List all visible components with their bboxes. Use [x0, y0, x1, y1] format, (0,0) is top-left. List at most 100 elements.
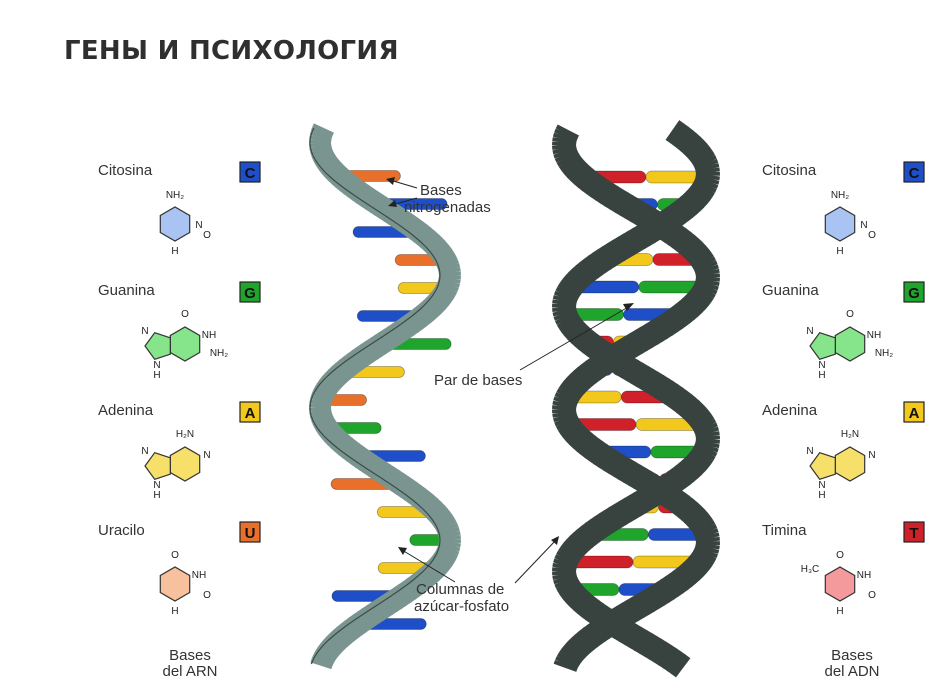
thymine-molecule-icon: O NH O H H₃C	[801, 550, 876, 617]
dna-caption-line2: del ADN	[824, 663, 879, 680]
rna-caption-line2: del ARN	[162, 663, 217, 680]
atom-label: O	[868, 230, 876, 241]
atom-label: NH₂	[166, 190, 184, 201]
atom-label: H	[836, 246, 843, 257]
atom-label: H	[171, 246, 178, 257]
atom-label: H	[818, 370, 825, 381]
dna-base-badge-g	[903, 281, 925, 303]
dna-caption-line1: Bases	[831, 647, 873, 664]
atom-label: H₂N	[841, 429, 859, 440]
dna-base-badge-a	[903, 401, 925, 423]
atom-label: N	[818, 480, 825, 491]
atom-label: NH	[857, 570, 871, 581]
atom-label: H₂N	[176, 429, 194, 440]
bases-pointer-arrow-1	[386, 177, 395, 185]
atom-label: O	[868, 590, 876, 601]
dna-base-letter: A	[909, 405, 920, 422]
atom-label: O	[846, 309, 854, 320]
cytosine-molecule-icon: NH₂ NO H	[159, 190, 211, 257]
bases-annotation-line1: Bases	[420, 182, 462, 199]
atom-label: H	[836, 606, 843, 617]
rna-caption-line1: Bases	[169, 647, 211, 664]
atom-label: H	[153, 490, 160, 501]
rna-backbone-segment	[310, 658, 333, 670]
dna-base-name-a: Adenina	[762, 402, 818, 419]
rna-base-name-c: Citosina	[98, 162, 153, 179]
annotations: Bases nitrogenadas Par de bases Columnas…	[386, 177, 634, 615]
atom-label: N	[141, 446, 148, 457]
atom-label: H	[171, 606, 178, 617]
rna-base-name-a: Adenina	[98, 402, 154, 419]
columns-pointer-line-2	[514, 539, 557, 584]
atom-label: O	[836, 550, 844, 561]
atom-label: N	[806, 326, 813, 337]
atom-label: O	[203, 230, 211, 241]
atom-label: O	[171, 550, 179, 561]
rna-base-badge-a	[239, 401, 261, 423]
rna-base-letter: A	[245, 405, 256, 422]
atom-label: N	[195, 220, 202, 231]
columns-pointer-arrow-1	[398, 547, 407, 555]
pair-pointer-line	[519, 305, 631, 371]
atom-label: N	[806, 446, 813, 457]
atom-label: NH₂	[831, 190, 849, 201]
dna-base-badge-t	[903, 521, 925, 543]
atom-label: N	[153, 480, 160, 491]
bases-pointer-arrow-2	[388, 200, 397, 207]
rna-base-letter: C	[245, 165, 256, 182]
bases-pointer-line-1	[389, 179, 418, 189]
atom-label: N	[818, 360, 825, 371]
atom-label: NH₂	[875, 348, 893, 359]
rna-helix	[309, 123, 461, 670]
atom-label: N	[868, 450, 875, 461]
dna-base-name-g: Guanina	[762, 282, 819, 299]
bases-pointer-line-2	[391, 197, 418, 206]
cytosine-molecule-icon: NH₂ NO H	[824, 190, 876, 257]
rna-backbone-edge	[309, 127, 441, 665]
rna-base-name-u: Uracilo	[98, 522, 145, 539]
atom-label: H	[153, 370, 160, 381]
rna-base-letter: G	[244, 285, 256, 302]
bases-annotation-line2: nitrogenadas	[404, 199, 491, 216]
columns-annotation-line2: azúcar-fosfato	[414, 598, 509, 615]
atom-label: H	[818, 490, 825, 501]
rna-base-badge-g	[239, 281, 261, 303]
atom-label: N	[153, 360, 160, 371]
dna-backbone-a-segment	[553, 659, 578, 672]
dna-helix	[552, 120, 720, 678]
rna-base-badge-u	[239, 521, 261, 543]
atom-label: NH	[202, 330, 216, 341]
dna-base-name-t: Timina	[762, 522, 807, 539]
atom-label: NH₂	[210, 348, 228, 359]
dna-base-letter: T	[909, 525, 918, 542]
uracil-molecule-icon: O NH O H	[159, 550, 211, 617]
dna-base-letter: G	[908, 285, 920, 302]
pair-annotation: Par de bases	[434, 372, 522, 389]
atom-label: O	[203, 590, 211, 601]
rna-base-letter: U	[245, 525, 256, 542]
atom-label: N	[141, 326, 148, 337]
atom-label: N	[203, 450, 210, 461]
dna-base-name-c: Citosina	[762, 162, 817, 179]
atom-label: NH	[867, 330, 881, 341]
atom-label: O	[181, 309, 189, 320]
atom-label: NH	[192, 570, 206, 581]
atom-label: H₃C	[801, 564, 820, 575]
columns-pointer-line-1	[401, 549, 456, 583]
dna-base-badge-c	[903, 161, 925, 183]
columns-annotation-line1: Columnas de	[416, 581, 504, 598]
atom-label: N	[860, 220, 867, 231]
pair-pointer-arrow	[623, 303, 634, 311]
dna-base-letter: C	[909, 165, 920, 182]
columns-pointer-arrow-2	[551, 536, 559, 545]
rna-base-name-g: Guanina	[98, 282, 155, 299]
page-title: ГЕНЫ И ПСИХОЛОГИЯ	[64, 36, 399, 66]
dna-backbone-b-segment	[670, 654, 691, 678]
